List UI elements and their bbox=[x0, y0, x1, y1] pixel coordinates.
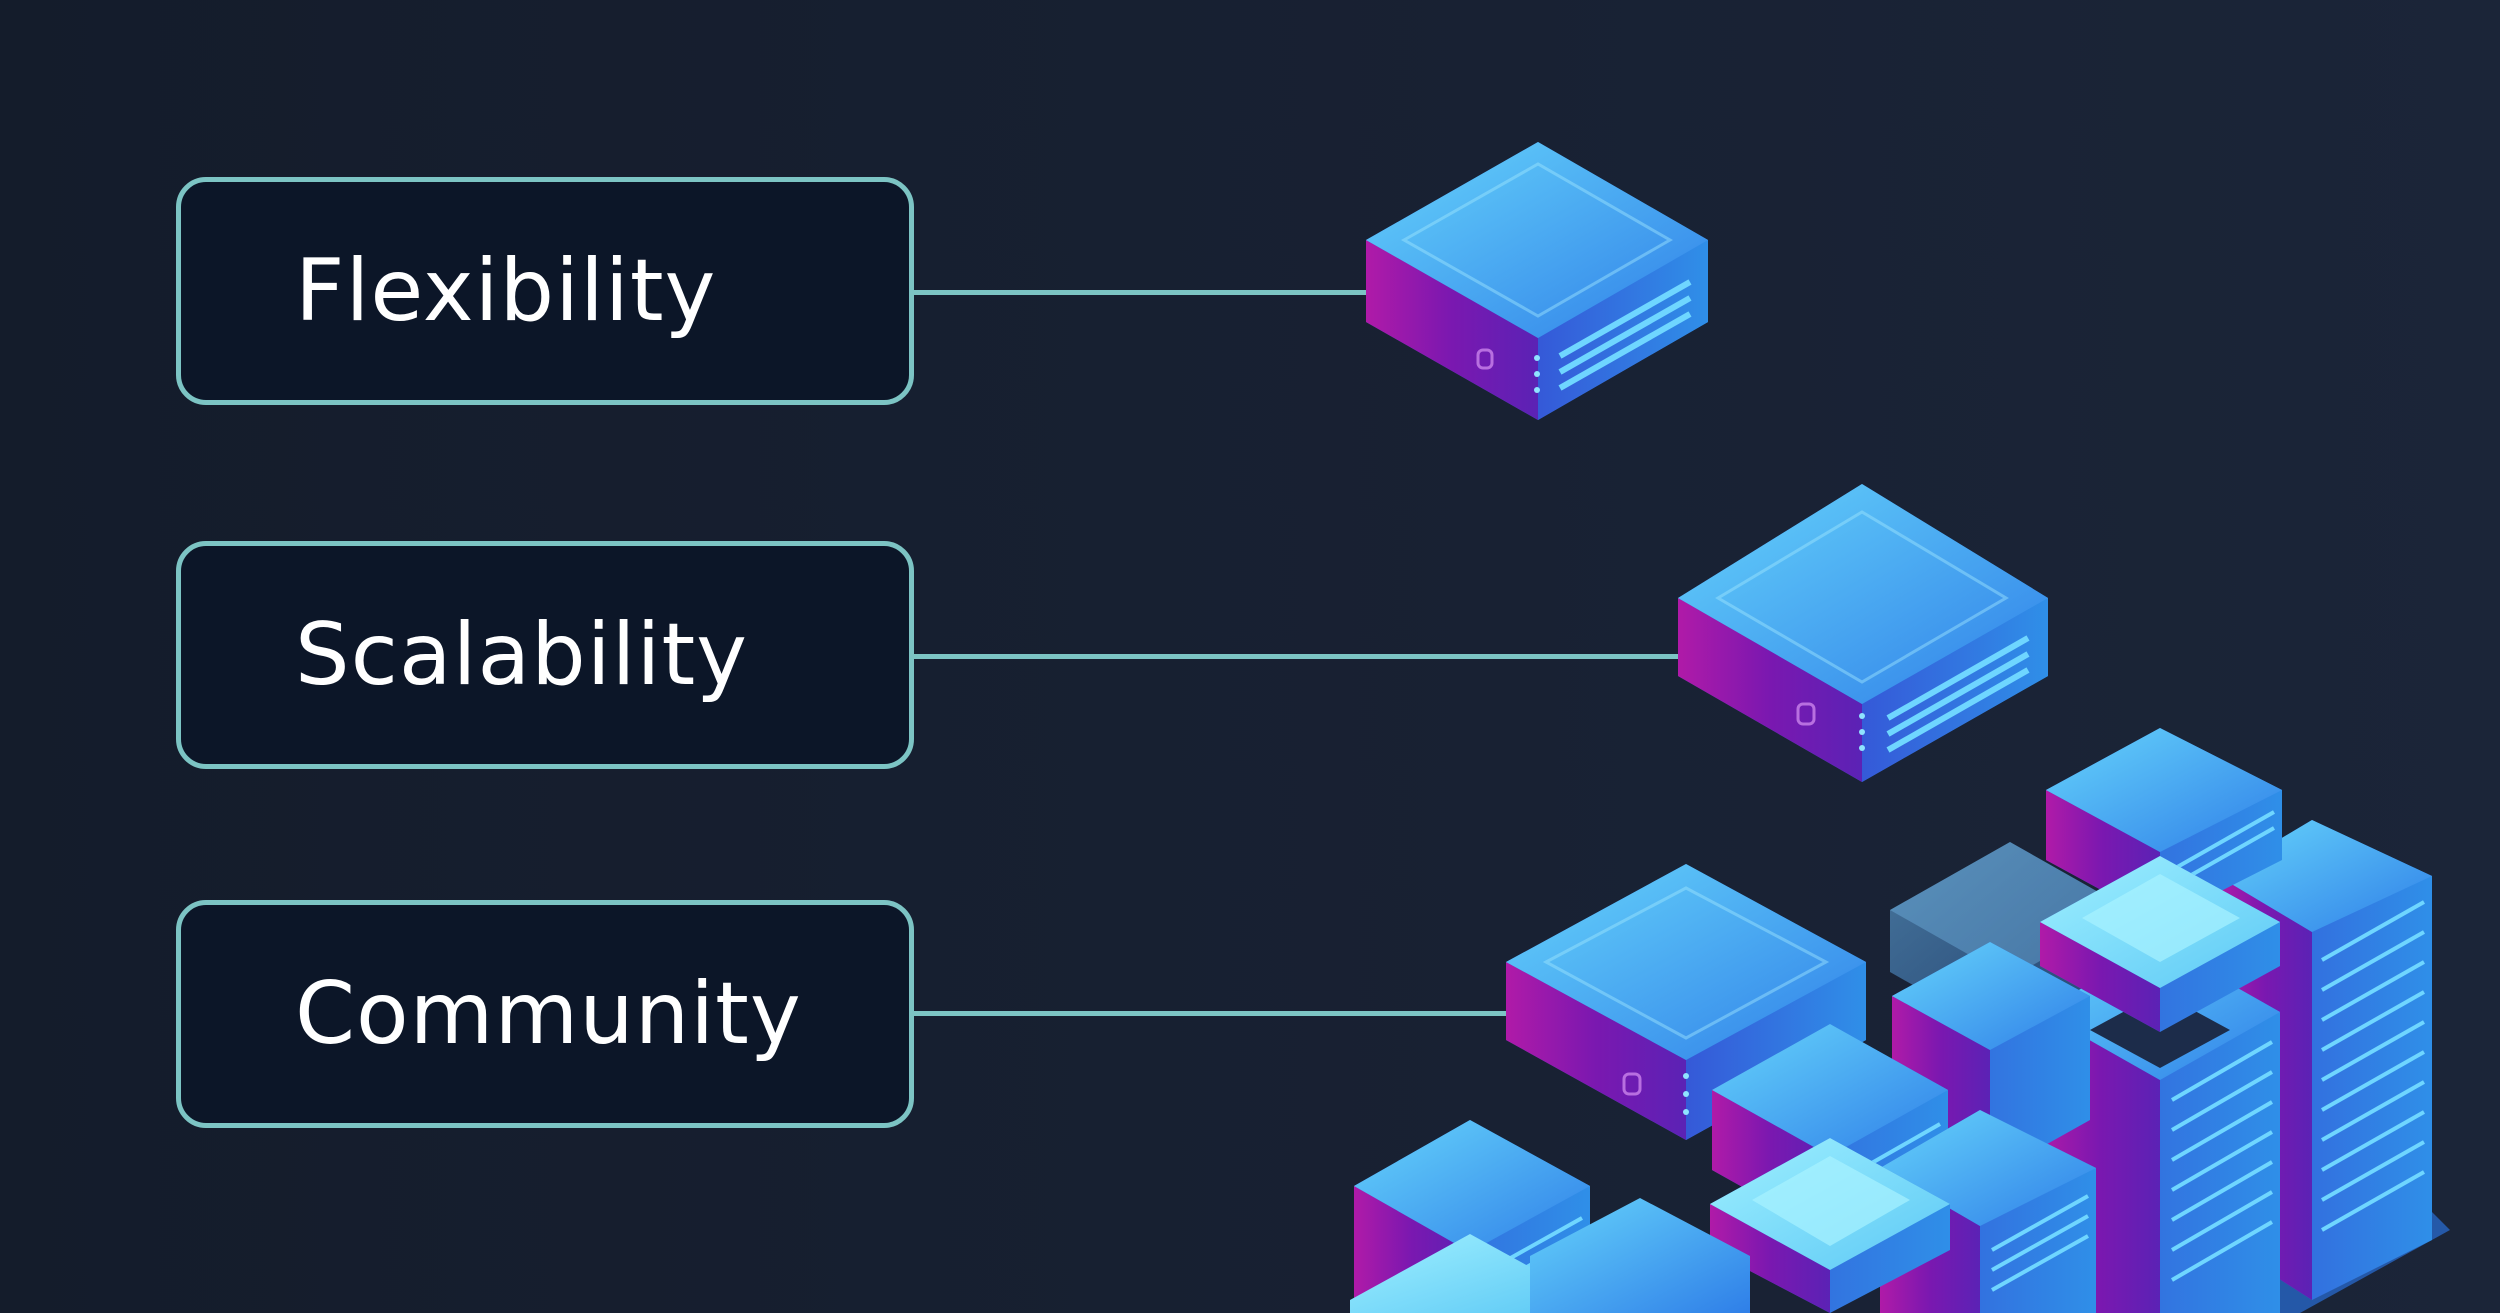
server-icon bbox=[1366, 142, 1708, 420]
label-community: Community bbox=[295, 964, 802, 1064]
server-cluster-icon bbox=[1350, 728, 2450, 1313]
label-scalability: Scalability bbox=[295, 605, 749, 705]
server-icon bbox=[1678, 484, 2048, 782]
connector-flexibility bbox=[914, 290, 1370, 295]
label-box-scalability: Scalability bbox=[176, 541, 914, 769]
connector-community bbox=[914, 1011, 1506, 1016]
label-box-community: Community bbox=[176, 900, 914, 1128]
label-flexibility: Flexibility bbox=[295, 241, 717, 341]
label-box-flexibility: Flexibility bbox=[176, 177, 914, 405]
connector-scalability bbox=[914, 654, 1680, 659]
